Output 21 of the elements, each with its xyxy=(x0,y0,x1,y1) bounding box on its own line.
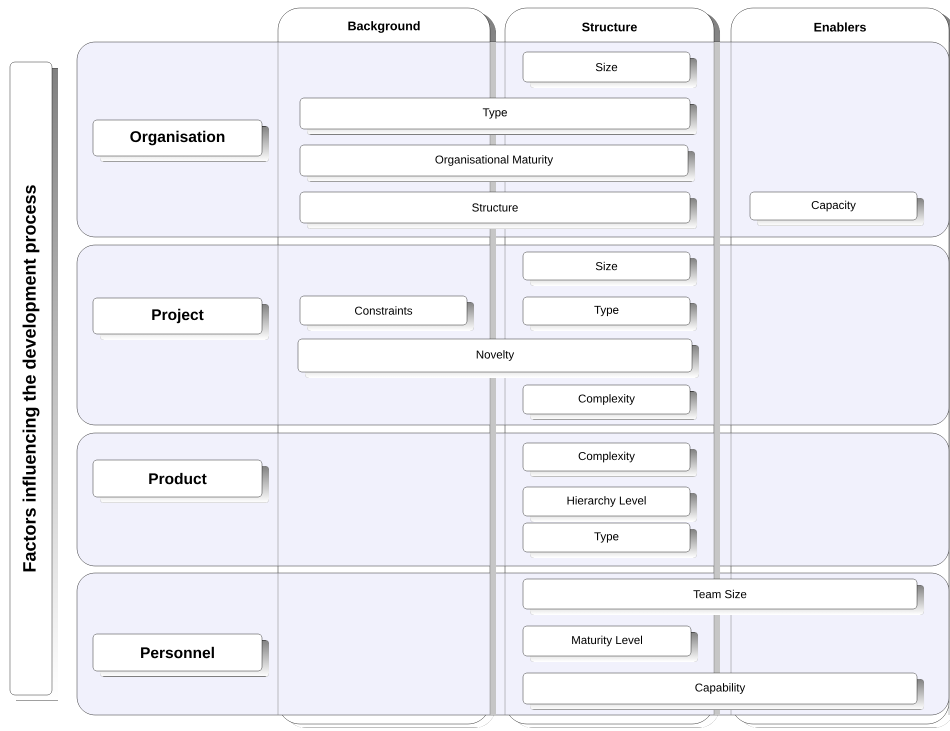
row-label-box: Product xyxy=(92,460,269,503)
factor-box: Size xyxy=(522,252,697,286)
factor-box: Type xyxy=(522,296,697,331)
factor-box: Complexity xyxy=(522,384,697,420)
factor-box: Novelty xyxy=(298,338,699,378)
factor-box: Complexity xyxy=(522,442,697,477)
title-box: Factors influencing the development process xyxy=(10,62,58,701)
factor-box: Constraints xyxy=(300,296,474,331)
factor-box: Organisational Maturity xyxy=(300,144,695,182)
factor-box: Type xyxy=(300,98,697,135)
row-label-box: Personnel xyxy=(92,634,269,677)
factor-box: Hierarchy Level xyxy=(522,486,697,522)
factor-box: Type xyxy=(522,522,697,558)
row-label-box: Organisation xyxy=(92,120,269,162)
factor-box: Capacity xyxy=(750,192,924,226)
factor-box: Maturity Level xyxy=(522,626,698,662)
factor-box: Team Size xyxy=(522,578,924,615)
row-label-box: Project xyxy=(92,298,269,340)
factor-box: Structure xyxy=(300,192,697,229)
factor-box: Size xyxy=(522,52,697,88)
factor-box: Capability xyxy=(522,672,924,710)
